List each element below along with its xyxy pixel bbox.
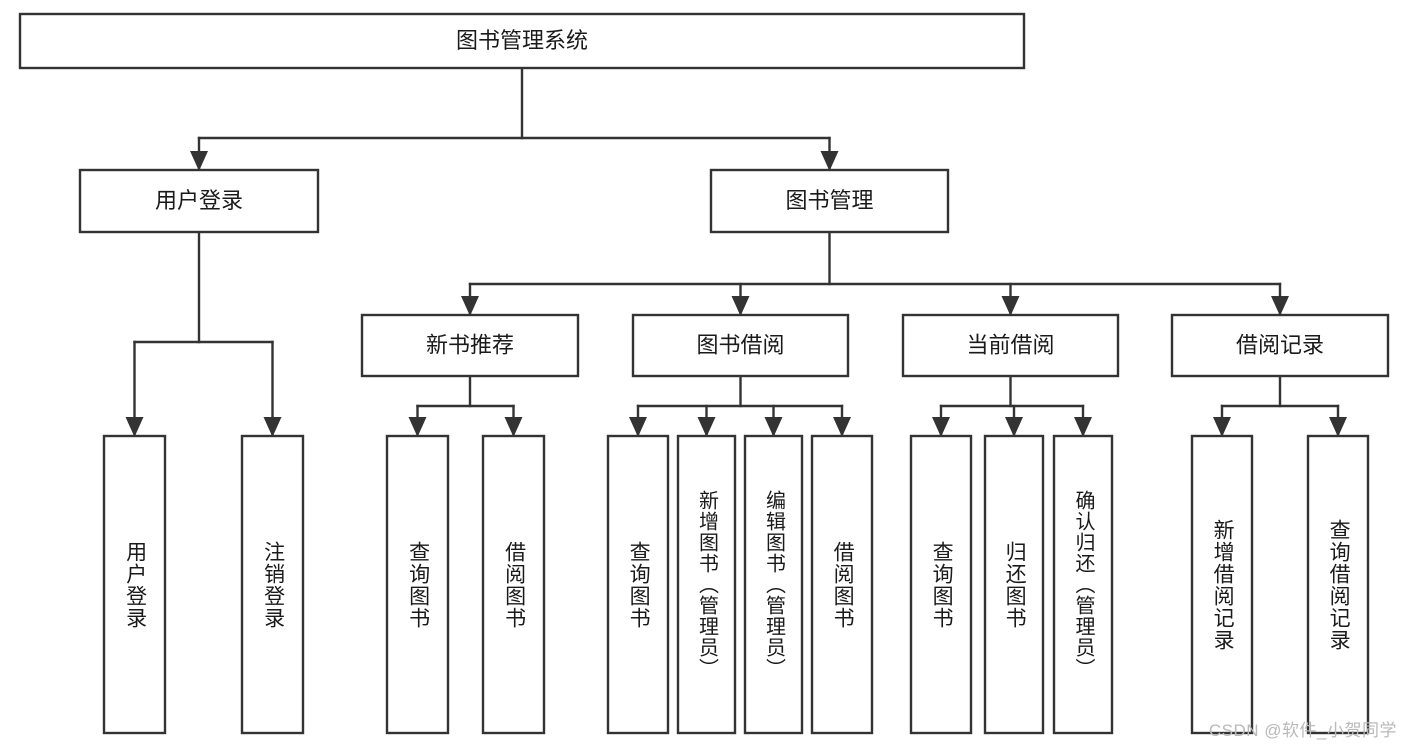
node-label-borrow-record: 借阅记录 <box>1236 332 1324 357</box>
arrow-head-icon <box>263 417 282 437</box>
node-borrow-record[interactable]: 借阅记录 <box>1170 313 1390 378</box>
connector-group-book-manage <box>461 230 1289 316</box>
node-current-borrow[interactable]: 当前借阅 <box>901 313 1120 378</box>
node-leaf-add-record[interactable] <box>1190 434 1254 735</box>
node-leaf-query-book-cur[interactable] <box>909 434 973 735</box>
connector-group-current-borrow <box>932 374 1092 437</box>
node-user-login[interactable]: 用户登录 <box>78 168 320 234</box>
node-box-current-borrow[interactable] <box>901 313 1120 378</box>
node-leaf-borrow-book[interactable] <box>810 434 874 735</box>
node-label-user-login: 用户登录 <box>155 188 243 213</box>
watermark-text: CSDN @软件_小贺同学 <box>1208 721 1397 740</box>
arrow-head-icon <box>125 417 144 437</box>
node-label-book-manage: 图书管理 <box>785 188 873 213</box>
arrow-head-icon <box>1074 417 1092 437</box>
arrow-head-icon <box>190 151 208 171</box>
node-leaf-return-book[interactable] <box>983 434 1045 735</box>
node-leaf-confirm-return[interactable] <box>1052 434 1114 735</box>
node-box-leaf-confirm-return[interactable] <box>1052 434 1114 735</box>
arrow-head-icon <box>1005 417 1023 437</box>
node-box-borrow-record[interactable] <box>1170 313 1390 378</box>
arrow-head-icon <box>408 417 427 437</box>
node-new-book-recommend[interactable]: 新书推荐 <box>360 313 580 378</box>
node-leaf-edit-book[interactable] <box>743 434 804 735</box>
arrow-head-icon <box>764 417 783 437</box>
arrow-head-icon <box>461 296 479 316</box>
node-label-root: 图书管理系统 <box>456 28 588 53</box>
node-leaf-user-logout[interactable] <box>240 434 305 735</box>
connector-group-borrow-record <box>1213 374 1347 437</box>
node-label-book-borrow: 图书借阅 <box>696 332 784 357</box>
node-leaf-query-record[interactable] <box>1306 434 1370 735</box>
node-leaf-borrow-book-rec[interactable] <box>481 434 546 735</box>
node-book-borrow[interactable]: 图书借阅 <box>631 313 850 378</box>
arrow-head-icon <box>504 417 523 437</box>
node-box-root[interactable] <box>18 12 1026 70</box>
connector-group-user-login <box>125 230 282 437</box>
connectors-layer <box>125 66 1347 437</box>
connector-group-root <box>190 66 839 171</box>
node-box-leaf-borrow-book-rec[interactable] <box>481 434 546 735</box>
arrow-head-icon <box>731 296 750 316</box>
node-leaf-query-book-rec[interactable] <box>385 434 450 735</box>
arrow-head-icon <box>697 417 716 437</box>
node-box-leaf-return-book[interactable] <box>983 434 1045 735</box>
connector-group-book-borrow <box>629 374 851 437</box>
arrow-head-icon <box>1001 296 1020 316</box>
node-box-leaf-add-book[interactable] <box>676 434 737 735</box>
node-box-new-book-recommend[interactable] <box>360 313 580 378</box>
node-box-book-borrow[interactable] <box>631 313 850 378</box>
node-box-leaf-borrow-book[interactable] <box>810 434 874 735</box>
node-label-new-book-recommend: 新书推荐 <box>426 332 514 357</box>
arrow-head-icon <box>820 151 839 171</box>
node-leaf-user-login[interactable] <box>102 434 167 735</box>
node-box-leaf-query-book-cur[interactable] <box>909 434 973 735</box>
arrow-head-icon <box>629 417 647 437</box>
node-label-current-borrow: 当前借阅 <box>966 332 1054 357</box>
node-box-user-login[interactable] <box>78 168 320 234</box>
node-leaf-add-book[interactable] <box>676 434 737 735</box>
connector-group-new-book-recommend <box>408 374 523 437</box>
arrow-head-icon <box>932 417 950 437</box>
arrow-head-icon <box>833 417 851 437</box>
node-box-leaf-query-book-rec[interactable] <box>385 434 450 735</box>
node-box-leaf-edit-book[interactable] <box>743 434 804 735</box>
node-box-leaf-user-logout[interactable] <box>240 434 305 735</box>
arrow-head-icon <box>1329 417 1347 437</box>
arrow-head-icon <box>1213 417 1231 437</box>
node-box-leaf-query-book-borrow[interactable] <box>606 434 670 735</box>
node-box-leaf-add-record[interactable] <box>1190 434 1254 735</box>
node-box-leaf-query-record[interactable] <box>1306 434 1370 735</box>
node-leaf-query-book-borrow[interactable] <box>606 434 670 735</box>
node-root[interactable]: 图书管理系统 <box>18 12 1026 70</box>
node-box-book-manage[interactable] <box>709 168 950 234</box>
node-book-manage[interactable]: 图书管理 <box>709 168 950 234</box>
node-box-leaf-user-login[interactable] <box>102 434 167 735</box>
arrow-head-icon <box>1271 296 1289 316</box>
